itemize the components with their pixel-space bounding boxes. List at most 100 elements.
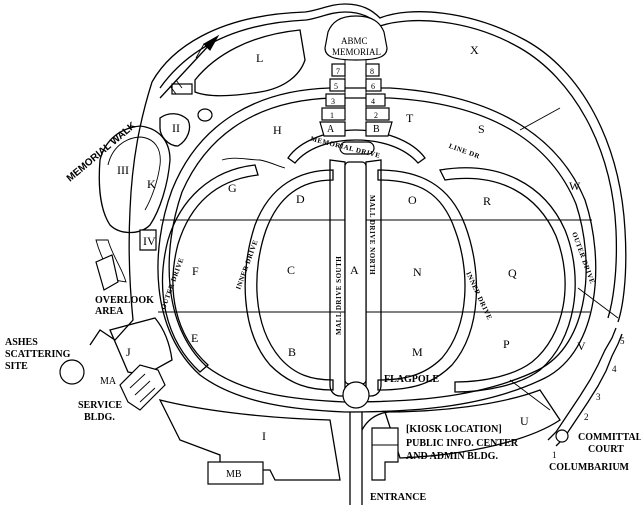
section-label-v: V — [577, 339, 586, 353]
grave-blocks — [319, 63, 393, 137]
road-outer-drive-east: OUTER DRIVE — [570, 231, 596, 285]
bldg-label: BLDG. — [84, 412, 115, 423]
service-label: SERVICE — [78, 400, 122, 411]
ashes-scattering-circle — [59, 359, 85, 385]
entrance-road — [349, 412, 363, 505]
committal-label: COMMITTAL — [578, 432, 641, 443]
area-iv — [139, 229, 157, 251]
area-l-boundary — [194, 29, 306, 97]
road-inner-drive-west: INNER DRIVE — [234, 239, 259, 291]
west-boundary — [89, 81, 153, 346]
columbarium-number-1: 1 — [552, 450, 557, 460]
section-label-iv: IV — [143, 234, 156, 248]
section-label-ii: II — [172, 121, 180, 135]
block-b: B — [373, 124, 380, 135]
flagpole-label: FLAGPOLE — [384, 374, 439, 385]
section-label-p: P — [503, 337, 510, 351]
ashes-label: ASHES — [5, 337, 38, 348]
section-label-t: T — [406, 111, 414, 125]
overlook-label: OVERLOOK — [95, 295, 154, 306]
section-labels: L X H T S II III K G D O R W IV F C A N … — [100, 43, 586, 480]
block-2: 2 — [374, 111, 378, 120]
abmc-memorial-shape — [324, 15, 388, 61]
w-v-divider — [577, 287, 619, 319]
columbarium-wall-2 — [555, 333, 623, 447]
u-v-divider — [509, 379, 551, 411]
section-label-i: I — [262, 429, 266, 443]
block-6: 6 — [371, 82, 375, 91]
road-mall-drive-south: MALL DRIVE SOUTH — [335, 256, 343, 335]
small-oval — [197, 108, 213, 122]
road-inner-drive-east: INNER DRIVE — [464, 270, 493, 321]
inner-drive-west — [244, 169, 334, 391]
road-line-dr: LINE DR — [448, 142, 482, 161]
grave-block-labels: 7 8 5 6 3 4 1 2 A B — [327, 67, 380, 135]
mb-building — [207, 461, 264, 485]
section-label-r: R — [483, 194, 491, 208]
outer-drive-inner — [168, 97, 587, 403]
section-label-j: J — [126, 345, 131, 359]
committal-court-circle — [555, 429, 569, 443]
section-label-l: L — [256, 51, 263, 65]
section-label-o: O — [408, 193, 417, 207]
inner-drive-east — [377, 169, 478, 391]
east-loop — [439, 167, 576, 393]
section-label-u: U — [520, 414, 529, 428]
columbarium-wall — [547, 327, 617, 441]
overlook-shape — [95, 254, 119, 291]
section-label-q: Q — [508, 266, 517, 280]
block-3: 3 — [331, 97, 335, 106]
north-arrow-icon — [159, 34, 220, 99]
mall-drive-north — [365, 159, 382, 397]
road-mall-drive-north: MALL DRIVE NORTH — [368, 195, 376, 275]
block-1: 1 — [330, 111, 334, 120]
west-loop — [161, 164, 259, 373]
area-iii-k — [98, 125, 171, 234]
block-7: 7 — [336, 67, 340, 76]
section-label-mb: MB — [226, 469, 242, 480]
block-a: A — [327, 124, 335, 135]
block-4: 4 — [371, 97, 375, 106]
memorial-label: MEMORIAL — [332, 47, 381, 57]
area-u — [384, 389, 561, 459]
section-label-w: W — [569, 179, 581, 193]
overlook-path — [95, 239, 127, 283]
memorial-spine — [344, 60, 367, 118]
columbarium-number-4: 4 — [612, 364, 617, 374]
section-label-n: N — [413, 265, 422, 279]
section-label-a: A — [350, 263, 359, 277]
section-label-ma: MA — [100, 376, 117, 387]
section-label-k: K — [147, 177, 156, 191]
section-label-d: D — [296, 192, 305, 206]
flagpole-circle — [342, 381, 370, 409]
section-label-e: E — [191, 331, 198, 345]
info-center-building — [371, 427, 399, 481]
section-label-h: H — [273, 123, 282, 137]
x-w-divider — [519, 107, 561, 131]
site-label: SITE — [5, 361, 28, 372]
public-info-label: PUBLIC INFO. CENTER — [406, 438, 519, 449]
section-label-c: C — [287, 263, 295, 277]
service-building-detail — [129, 373, 156, 403]
g-wavy-edge — [221, 157, 286, 169]
columbarium-number-3: 3 — [596, 392, 601, 402]
entrance-label: ENTRANCE — [370, 492, 426, 503]
kiosk-label: [KIOSK LOCATION] — [406, 424, 502, 435]
section-label-f: F — [192, 264, 199, 278]
block-5: 5 — [334, 82, 338, 91]
section-label-m: M — [412, 345, 423, 359]
abmc-label: ABMC — [341, 36, 368, 46]
columbarium-number-5: 5 — [620, 336, 625, 346]
columbarium-label: COLUMBARIUM — [549, 462, 630, 473]
section-label-b: B — [288, 345, 296, 359]
section-label-g: G — [228, 181, 237, 195]
court-label: COURT — [588, 444, 624, 455]
outer-drive-outer — [157, 87, 597, 413]
outer-boundary-inner — [159, 11, 618, 319]
area-label: AREA — [95, 306, 124, 317]
block-8: 8 — [370, 67, 374, 76]
admin-bldg-label: AND ADMIN BLDG. — [406, 451, 498, 462]
columbarium-number-2: 2 — [584, 412, 589, 422]
area-iii-inner — [107, 136, 161, 211]
